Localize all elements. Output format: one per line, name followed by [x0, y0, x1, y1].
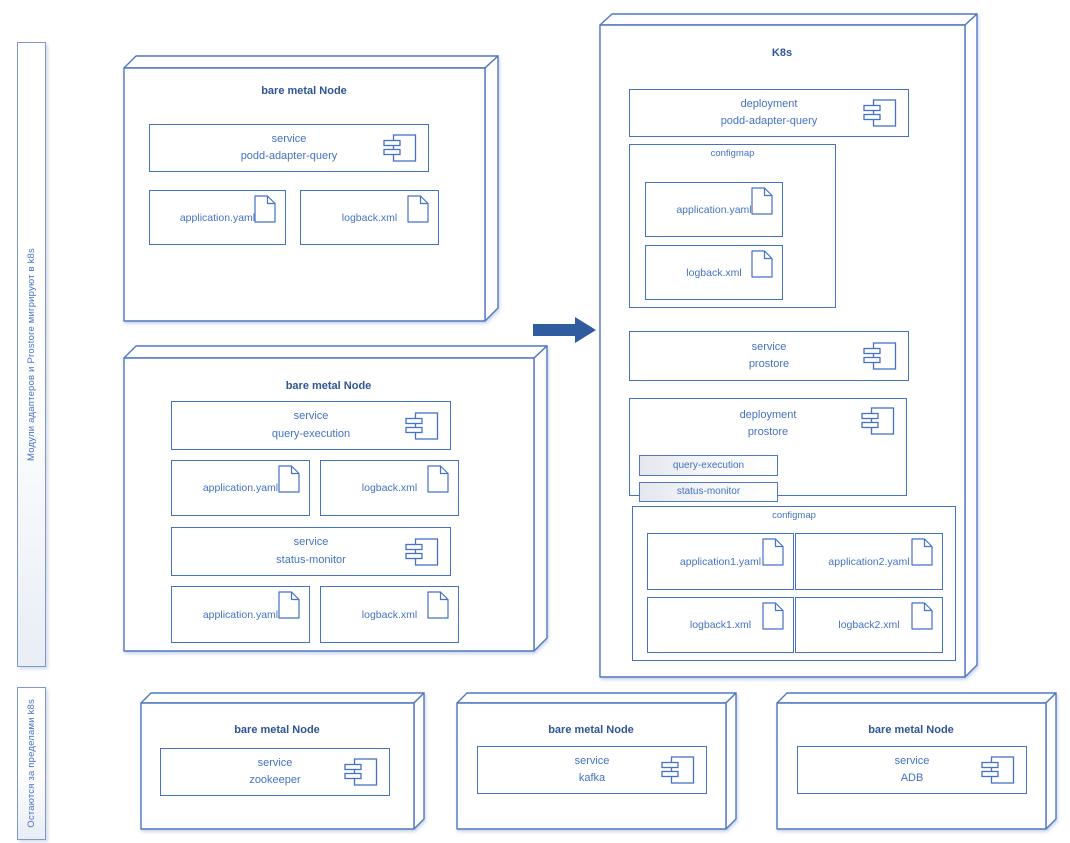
- file-label: logback.xml: [361, 482, 418, 494]
- component-deployment-podd-adapter-query: deployment podd-adapter-query: [629, 89, 909, 137]
- file-label: application.yaml: [202, 608, 279, 621]
- migration-arrow-icon: [531, 315, 599, 345]
- component-icon: [863, 99, 897, 127]
- service-kind-label: service: [751, 340, 787, 353]
- service-kind-label: service: [257, 756, 293, 769]
- deployment-name-label: podd-adapter-query: [720, 115, 818, 127]
- configmap-label: configmap: [772, 510, 816, 521]
- document-icon: [762, 538, 784, 566]
- document-icon: [427, 591, 449, 619]
- component-icon: [344, 758, 378, 786]
- deployment-kind-label: deployment: [740, 97, 798, 110]
- component-service-status-monitor: service status-monitor: [171, 527, 451, 576]
- node-title: bare metal Node: [234, 724, 320, 736]
- file-label: application.yaml: [179, 211, 256, 224]
- node-bare-metal-podd: bare metal Node service podd-adapter-que…: [123, 55, 499, 322]
- document-icon: [911, 538, 933, 566]
- file-label: application.yaml: [202, 482, 279, 494]
- configmap-podd-adapter: configmap application.yaml logback.xml: [629, 144, 836, 308]
- node-title: bare metal Node: [285, 380, 372, 392]
- file-label: logback.xml: [361, 608, 418, 621]
- service-name-label: status-monitor: [276, 553, 346, 566]
- service-kind-label: service: [574, 754, 610, 767]
- component-icon: [861, 407, 895, 435]
- file-logback-xml: logback.xml: [320, 586, 459, 643]
- component-icon: [863, 342, 897, 370]
- node-bare-metal-zookeeper: bare metal Node service zookeeper: [140, 692, 425, 830]
- component-service-zookeeper: service zookeeper: [160, 748, 390, 796]
- node-title: bare metal Node: [548, 724, 634, 736]
- service-name-label: prostore: [748, 358, 790, 370]
- component-service-prostore: service prostore: [629, 331, 909, 381]
- file-application1-yaml: application1.yaml: [647, 533, 794, 590]
- component-service-podd-adapter-query: service podd-adapter-query: [149, 124, 429, 172]
- node-title: bare metal Node: [868, 724, 954, 736]
- component-icon: [405, 537, 439, 566]
- service-name-label: zookeeper: [249, 774, 301, 786]
- file-application-yaml: application.yaml: [171, 586, 310, 643]
- file-application-yaml: application.yaml: [171, 460, 310, 516]
- pod-label: status-monitor: [676, 486, 741, 498]
- service-name-label: podd-adapter-query: [240, 150, 338, 162]
- document-icon: [278, 465, 300, 493]
- pod-chip-status-monitor: status-monitor: [639, 482, 778, 502]
- file-label: application1.yaml: [679, 555, 762, 568]
- document-icon: [751, 187, 773, 215]
- component-service-adb: service ADB: [797, 746, 1027, 794]
- node-title: bare metal Node: [261, 85, 347, 97]
- file-logback-xml: logback.xml: [320, 460, 459, 516]
- outside-k8s-group-label: Остаются за пределами k8s: [17, 687, 46, 840]
- service-name-label: ADB: [900, 772, 924, 784]
- node-title: K8s: [771, 47, 793, 59]
- component-service-query-execution: service query-execution: [171, 401, 451, 450]
- file-label: logback1.xml: [689, 619, 752, 631]
- deployment-kind-label: deployment: [739, 409, 797, 421]
- document-icon: [751, 250, 773, 278]
- file-logback-xml: logback.xml: [300, 190, 439, 245]
- service-kind-label: service: [271, 132, 307, 145]
- file-label: application2.yaml: [828, 555, 910, 568]
- service-kind-label: service: [894, 754, 930, 767]
- outside-k8s-group-label-text: Остаются за пределами k8s: [26, 699, 37, 828]
- file-logback1-xml: logback1.xml: [647, 597, 794, 653]
- node-bare-metal-kafka: bare metal Node service kafka: [456, 692, 737, 830]
- deployment-name-label: prostore: [747, 426, 789, 439]
- service-kind-label: service: [293, 536, 329, 549]
- component-icon: [661, 756, 695, 784]
- file-logback-xml: logback.xml: [645, 245, 783, 300]
- configmap-label: configmap: [710, 148, 755, 159]
- pod-chip-query-execution: query-execution: [639, 455, 778, 476]
- file-application-yaml: application.yaml: [645, 182, 783, 237]
- document-icon: [762, 602, 784, 630]
- document-icon: [407, 195, 429, 223]
- node-bare-metal-exec: bare metal Node service query-execution …: [123, 345, 548, 652]
- file-logback2-xml: logback2.xml: [795, 597, 943, 653]
- file-application2-yaml: application2.yaml: [795, 533, 943, 590]
- file-label: logback2.xml: [838, 619, 900, 631]
- service-name-label: kafka: [578, 772, 606, 784]
- node-k8s: K8s deployment podd-adapter-query config…: [599, 13, 978, 678]
- migrate-group-label: Модули адаптеров и Prostore мигрируют в …: [17, 42, 46, 667]
- file-label: application.yaml: [676, 203, 752, 216]
- component-icon: [981, 756, 1015, 784]
- component-icon: [383, 134, 417, 162]
- document-icon: [427, 465, 449, 493]
- migrate-group-label-text: Модули адаптеров и Prostore мигрируют в …: [26, 248, 37, 461]
- component-service-kafka: service kafka: [477, 746, 707, 794]
- component-icon: [405, 411, 439, 440]
- file-application-yaml: application.yaml: [149, 190, 286, 245]
- document-icon: [278, 591, 300, 619]
- service-name-label: query-execution: [271, 427, 351, 440]
- configmap-prostore: configmap application1.yaml application2…: [632, 506, 956, 661]
- file-label: logback.xml: [341, 211, 398, 224]
- component-deployment-prostore: deployment prostore query-execution stat…: [629, 398, 907, 502]
- node-bare-metal-adb: bare metal Node service ADB: [776, 692, 1057, 830]
- document-icon: [254, 195, 276, 223]
- document-icon: [911, 602, 933, 630]
- pod-label: query-execution: [672, 459, 745, 471]
- file-label: logback.xml: [686, 266, 742, 279]
- service-kind-label: service: [293, 410, 329, 423]
